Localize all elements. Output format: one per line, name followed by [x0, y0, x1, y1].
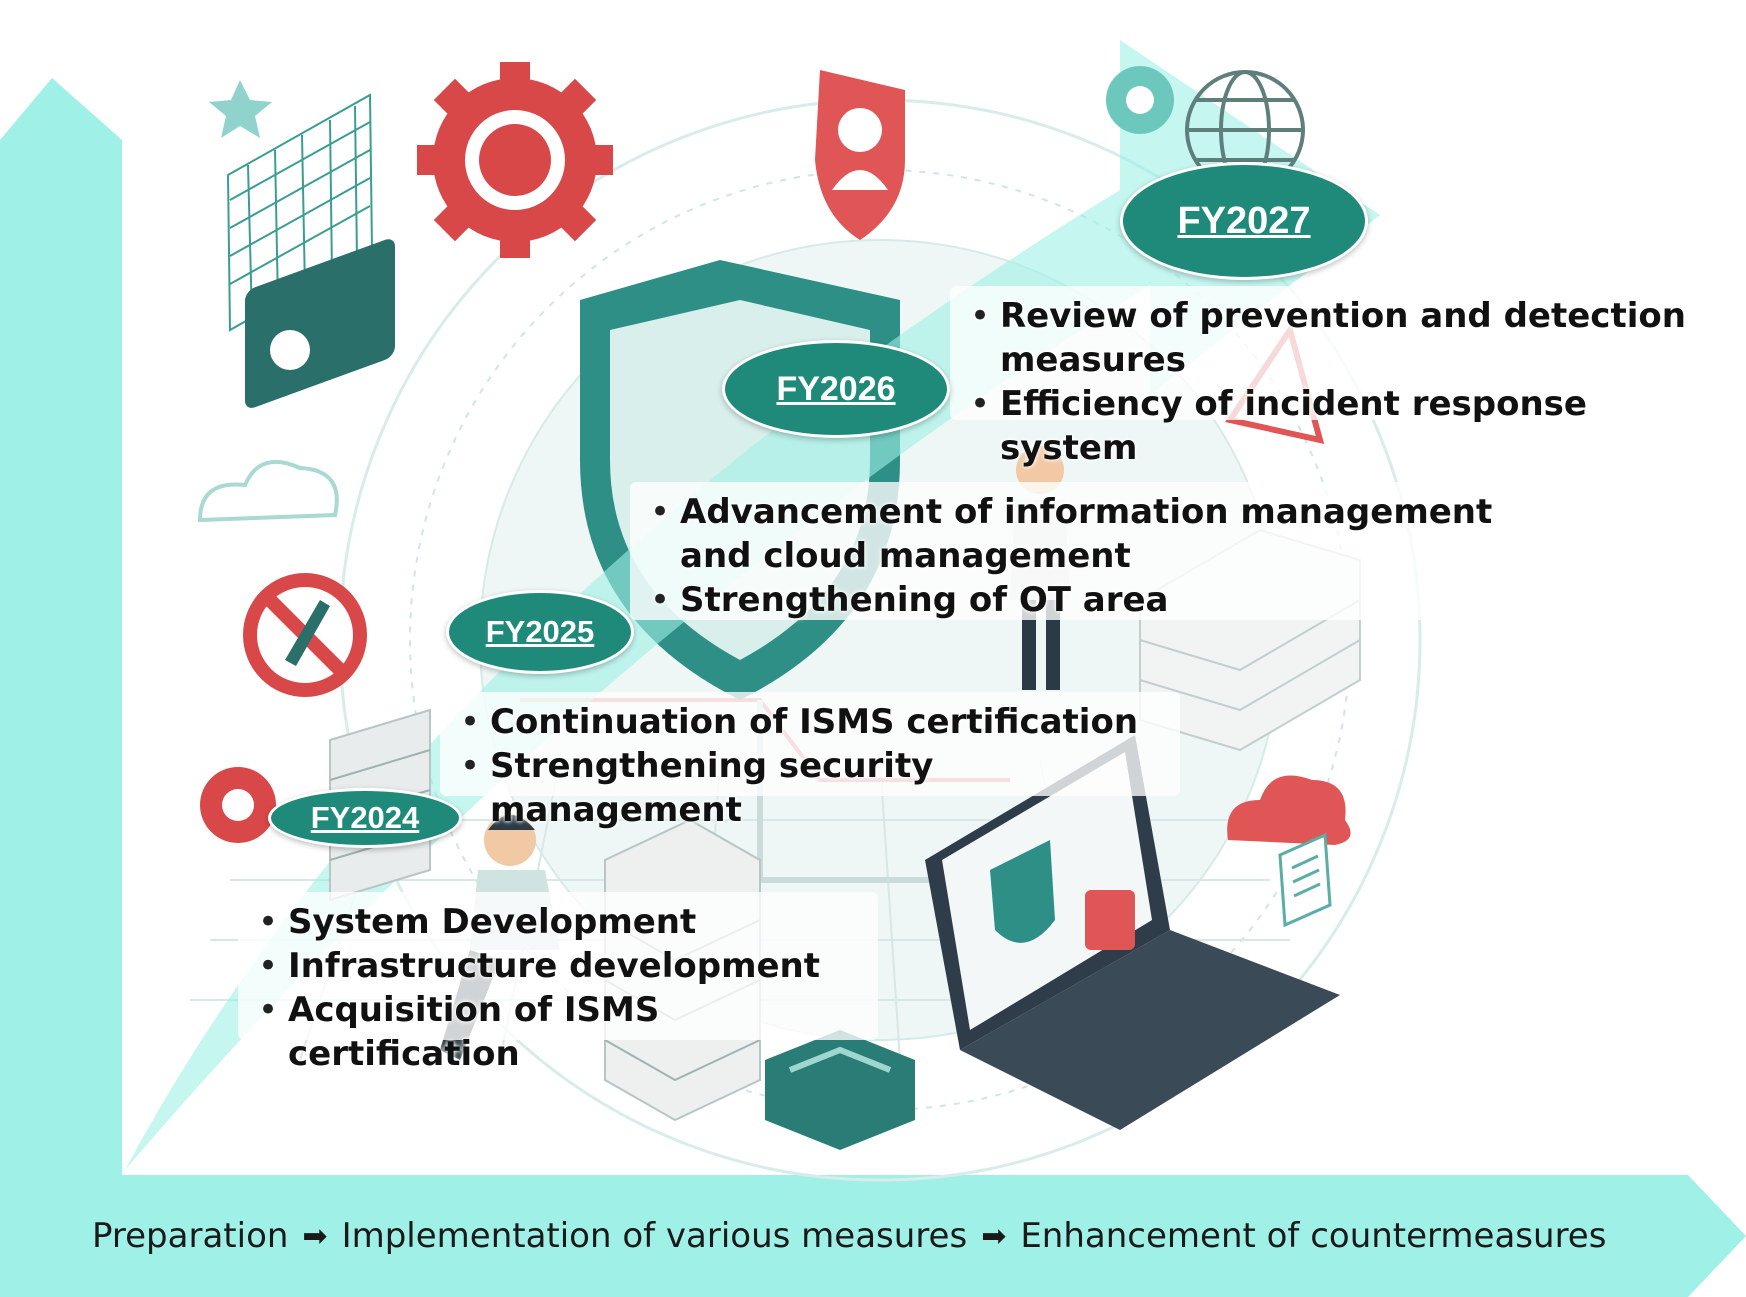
year-badge-fy2025: FY2025	[446, 590, 634, 674]
cloud-icon	[197, 459, 339, 523]
document-icon	[1278, 832, 1332, 928]
phase-item: Strengthening of OT area	[644, 578, 1520, 622]
phase-item: Review of prevention and detection measu…	[964, 294, 1700, 382]
progression-step-preparation: Preparation	[92, 1216, 289, 1256]
user-shield-icon	[815, 70, 905, 240]
phase-item: System Development	[252, 900, 868, 944]
right-arrow-icon: ➡	[302, 1218, 328, 1254]
small-gear-icon	[200, 767, 276, 843]
phase-item: Acquisition of ISMS certification	[252, 988, 868, 1076]
right-arrow-icon: ➡	[981, 1218, 1007, 1254]
year-label: FY2024	[310, 800, 420, 835]
progression-step-enhancement: Enhancement of countermeasures	[1020, 1216, 1607, 1256]
phase-panel-fy2025: Continuation of ISMS certification Stren…	[440, 692, 1180, 830]
prohibited-icon	[243, 573, 367, 697]
year-label: FY2027	[1177, 199, 1311, 242]
year-label: FY2025	[485, 614, 595, 649]
year-badge-fy2024: FY2024	[268, 788, 462, 848]
phase-item: Efficiency of incident response system	[964, 382, 1700, 470]
red-cloud-icon	[1227, 775, 1351, 845]
phase-item: Advancement of information management an…	[644, 490, 1520, 578]
horizontal-axis-arrow	[0, 1175, 1746, 1297]
phase-item: Strengthening security management	[454, 744, 1170, 832]
year-label: FY2026	[776, 369, 896, 408]
phase-panel-fy2027: Review of prevention and detection measu…	[950, 286, 1710, 468]
progression-step-implementation: Implementation of various measures	[341, 1216, 968, 1256]
gear-icon	[417, 62, 613, 258]
teal-gear-icon	[1106, 66, 1174, 134]
vertical-axis-arrow	[0, 78, 122, 1175]
phase-panel-fy2024: System Development Infrastructure develo…	[238, 892, 878, 1074]
phase-item: Infrastructure development	[252, 944, 868, 988]
id-card-icon	[245, 239, 395, 408]
progression-label: Preparation ➡ Implementation of various …	[92, 1208, 1606, 1264]
phase-item: Continuation of ISMS certification	[454, 700, 1170, 744]
year-badge-fy2027: FY2027	[1120, 162, 1368, 280]
phase-panel-fy2026: Advancement of information management an…	[630, 482, 1530, 622]
year-badge-fy2026: FY2026	[722, 340, 950, 438]
